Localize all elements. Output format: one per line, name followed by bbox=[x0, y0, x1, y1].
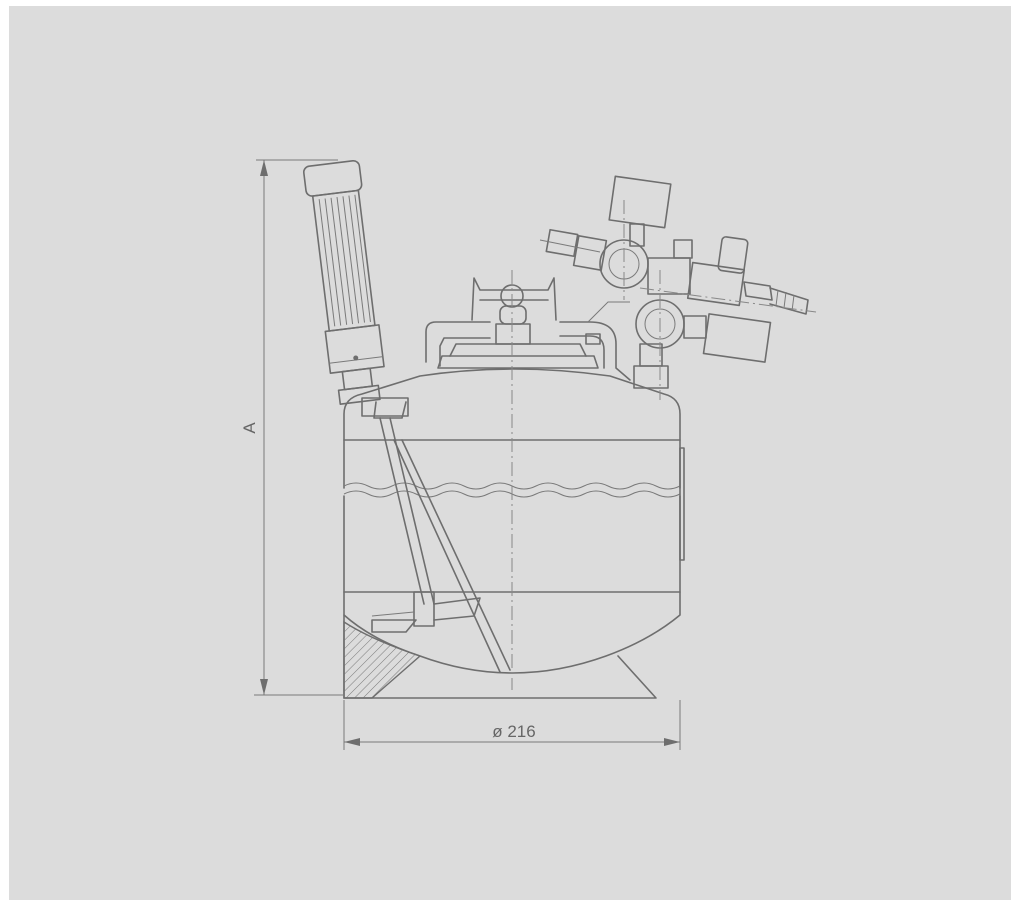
lid-assembly bbox=[425, 277, 631, 381]
height-dimension bbox=[254, 159, 344, 696]
height-label: A bbox=[240, 422, 259, 434]
diameter-dimension bbox=[343, 700, 681, 750]
valve-assembly bbox=[539, 175, 817, 400]
drawing-panel bbox=[9, 6, 1011, 900]
diameter-label: ø 216 bbox=[492, 722, 535, 741]
stirrer-shaft bbox=[361, 397, 511, 673]
stirrer-motor bbox=[302, 160, 385, 405]
